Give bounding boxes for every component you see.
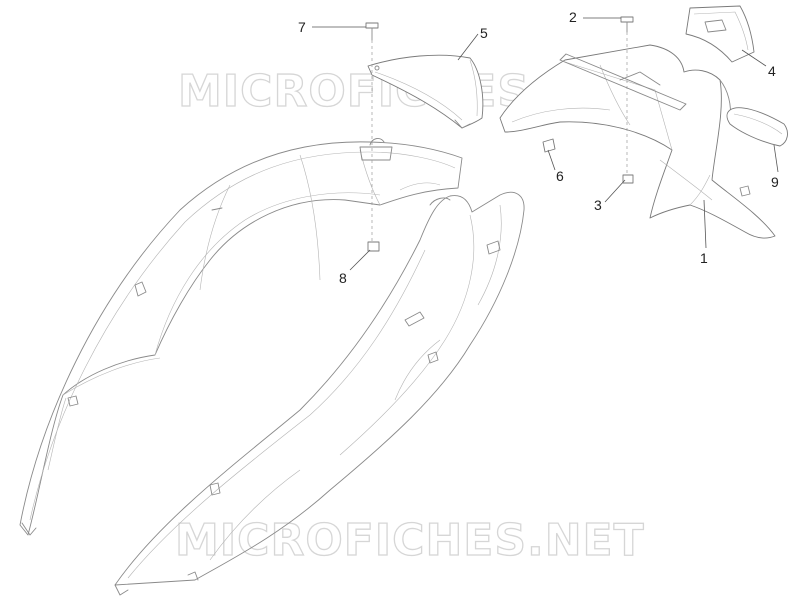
callout-8: 8 [339,270,347,286]
callout-1: 1 [700,250,708,266]
callout-9: 9 [771,174,779,190]
right-side-panel [114,191,525,596]
left-side-panel [19,138,463,536]
rear-light-cover-part [685,5,755,63]
screw-part-2 [620,16,634,33]
callout-3: 3 [594,197,602,213]
clip-part-6 [542,138,556,153]
watermark-bottom: MICROFICHES.NET [175,515,645,566]
clip-nut-part-3 [622,174,634,184]
rear-cover-part [367,54,484,129]
rear-mudguard-part [499,44,776,239]
clip-nut-part-8 [367,241,380,252]
callout-4: 4 [768,63,776,79]
callout-5: 5 [480,25,488,41]
leader-lines [312,17,779,271]
callout-2: 2 [569,9,577,25]
callout-6: 6 [556,168,564,184]
callout-7: 7 [298,19,306,35]
reflector-part [726,107,788,147]
screw-part-7 [365,22,379,41]
